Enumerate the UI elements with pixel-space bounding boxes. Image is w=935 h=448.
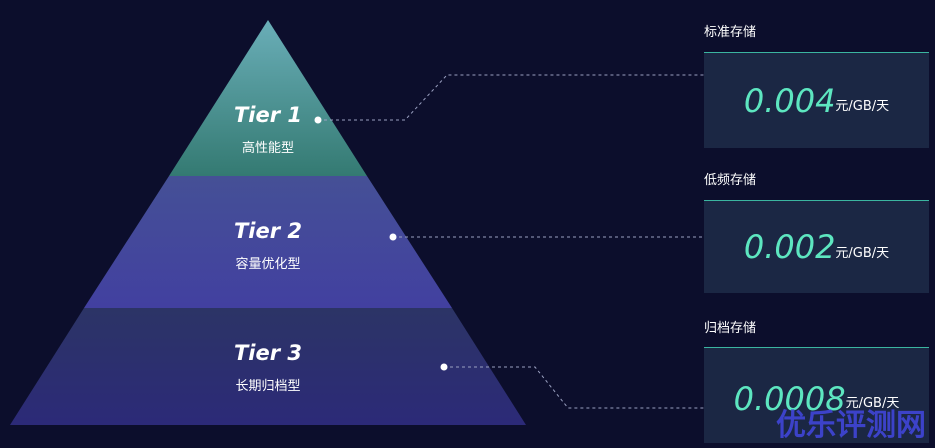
connector-line-1 xyxy=(318,74,704,121)
price-value: 0.0008 xyxy=(733,380,846,418)
tier-subtitle: 长期归档型 xyxy=(235,379,301,394)
watermark: 优乐评测网 xyxy=(776,408,926,443)
tier-1-label: Tier 1 高性能型 xyxy=(188,103,348,156)
tier-3-label: Tier 3 长期归档型 xyxy=(188,341,348,394)
price-unit: 元/GB/天 xyxy=(845,396,900,411)
connector-dot-1 xyxy=(314,116,322,124)
price-unit: 元/GB/天 xyxy=(835,245,890,261)
tier-2-segment[interactable] xyxy=(84,176,452,308)
price-value: 0.002 xyxy=(743,228,836,266)
connector-line-3 xyxy=(444,366,704,409)
tier-3-segment[interactable] xyxy=(10,308,526,425)
connector-dot-3 xyxy=(440,363,448,371)
price-unit: 元/GB/天 xyxy=(835,99,890,114)
connector-dot-2 xyxy=(389,233,397,241)
card-1-label: 标准存储 xyxy=(704,25,757,40)
tier-subtitle: 容量优化型 xyxy=(235,257,301,272)
card-2-label: 低频存储 xyxy=(704,173,757,188)
card-3-label: 归档存储 xyxy=(704,321,757,336)
price-value: 0.004 xyxy=(743,81,836,120)
tier-title: Tier 3 xyxy=(233,341,303,365)
tier-title: Tier 2 xyxy=(233,219,303,243)
tier-2-label: Tier 2 容量优化型 xyxy=(188,219,348,272)
tier-subtitle: 高性能型 xyxy=(241,141,294,156)
tier-1-segment[interactable] xyxy=(169,20,367,176)
tier-title: Tier 1 xyxy=(233,103,303,127)
